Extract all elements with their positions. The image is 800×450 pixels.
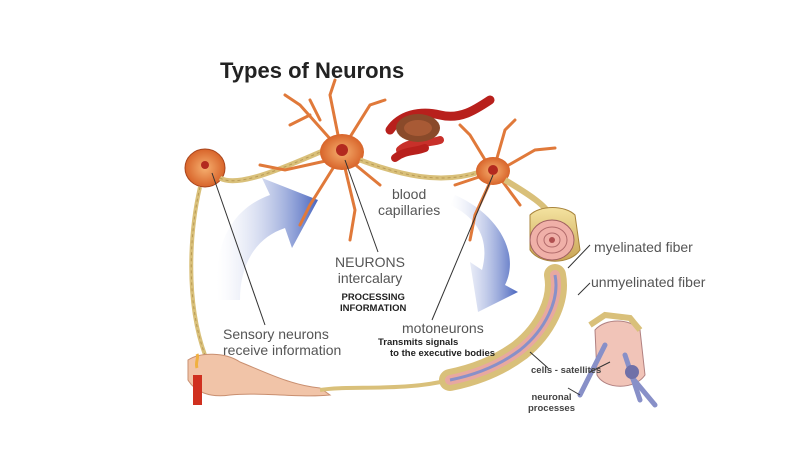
transmits-signals-label: Transmits signals to the executive bodie… [378,337,496,360]
right-flow-arrow [450,195,518,312]
intercalary-neuron [258,78,481,242]
motoneuron [453,118,557,242]
neurons-label-line1: NEURONS [335,254,406,270]
transmits-line1: Transmits signals [378,337,459,348]
sensory-line2: receive information [223,342,342,359]
myelinated-fiber [439,207,581,391]
page-title: Types of Neurons [220,58,405,83]
neurons-intercalary-label: NEURONS intercalary [335,254,405,286]
unmyelinated-fiber [577,311,658,408]
processing-line1: PROCESSING [341,292,405,303]
sensory-neuron [184,145,331,356]
processes-line2: processes [528,402,576,414]
blood-capillaries [385,95,495,162]
cells-satellites-label: cells - satellites [531,365,602,376]
processes-line1: neuronal [531,392,572,403]
unmyelinated-fiber-label: unmyelinated fiber [591,274,706,290]
neurons-label-line2: intercalary [337,270,403,287]
transmits-line2: to the executive bodies [390,347,496,359]
blood-capillaries-label: blood capillaries [378,186,440,218]
processing-line2: INFORMATION [340,302,407,314]
myelinated-fiber-label: myelinated fiber [594,239,693,255]
blood-label-line1: blood [391,186,427,202]
sensory-line1: Sensory neurons [223,326,329,342]
arm-receptor [187,353,451,405]
blood-label-line2: capillaries [378,202,441,219]
processing-information-label: PROCESSING INFORMATION [340,292,407,315]
neuronal-processes-label: neuronal processes [528,392,576,415]
motoneurons-label: motoneurons [402,320,484,336]
sensory-neurons-label: Sensory neurons receive information [223,326,341,358]
left-flow-arrow [216,178,318,300]
